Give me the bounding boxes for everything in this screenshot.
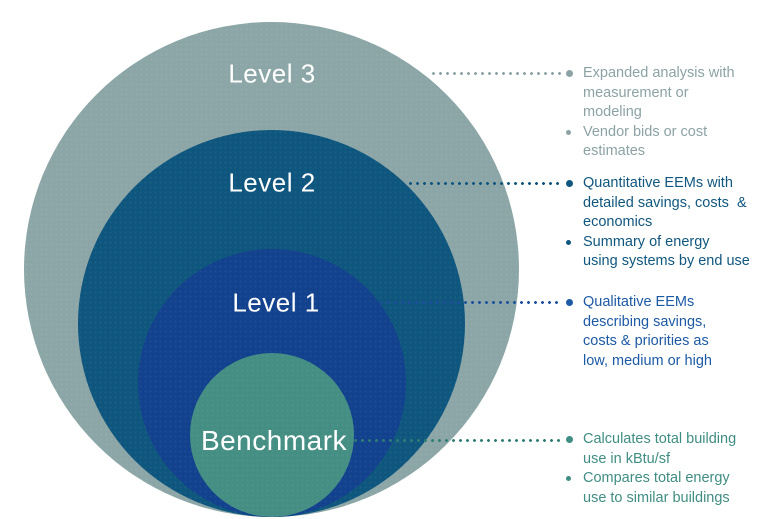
level-1-leader-line (378, 301, 562, 304)
benchmark-annotation: Calculates total building use in kBtu/sf… (560, 430, 768, 508)
annotation-text: Vendor bids or cost estimates (583, 123, 708, 160)
level-3-leader-line (430, 72, 562, 75)
line-end-bullet-icon (566, 299, 573, 306)
level-2-annotation: Quantitative EEMs with detailed savings,… (560, 174, 768, 272)
annotation-item: Calculates total building use in kBtu/sf (560, 430, 768, 469)
annotation-item: Summary of energy using systems by end u… (560, 233, 768, 272)
benchmark-label: Benchmark (200, 425, 348, 456)
level-2-circle (78, 130, 465, 517)
line-end-bullet-icon (566, 180, 573, 187)
annotation-text: Summary of energy using systems by end u… (583, 233, 750, 270)
bullet-icon (566, 129, 571, 135)
bullet-icon (566, 476, 571, 481)
annotation-text: Compares total energy use to similar bui… (583, 470, 730, 506)
annotation-text: Expanded analysis with measurement or mo… (583, 65, 735, 120)
annotation-text: Calculates total building use in kBtu/sf (583, 431, 737, 467)
level-2-leader-line (407, 182, 562, 185)
annotation-item: Compares total energy use to similar bui… (560, 469, 768, 508)
level-2-label: Level 2 (228, 167, 316, 198)
level-1-label: Level 1 (232, 287, 320, 318)
annotation-item: Quantitative EEMs with detailed savings,… (560, 174, 768, 233)
annotation-item: Vendor bids or cost estimates (560, 123, 768, 162)
line-end-bullet-icon (566, 436, 573, 443)
level-1-annotation: Qualitative EEMs describing savings, cos… (560, 293, 768, 371)
benchmark-leader-line (352, 439, 562, 442)
level-3-annotation: Expanded analysis with measurement or mo… (560, 64, 768, 162)
bullet-icon (566, 239, 571, 245)
annotation-item: Expanded analysis with measurement or mo… (560, 64, 768, 123)
benchmark-circle (190, 353, 354, 517)
annotation-text: Quantitative EEMs with detailed savings,… (583, 175, 747, 230)
line-end-bullet-icon (566, 70, 573, 77)
annotation-text: Qualitative EEMs describing savings, cos… (583, 294, 712, 369)
annotation-item: Qualitative EEMs describing savings, cos… (560, 293, 768, 371)
level-3-label: Level 3 (228, 58, 316, 89)
